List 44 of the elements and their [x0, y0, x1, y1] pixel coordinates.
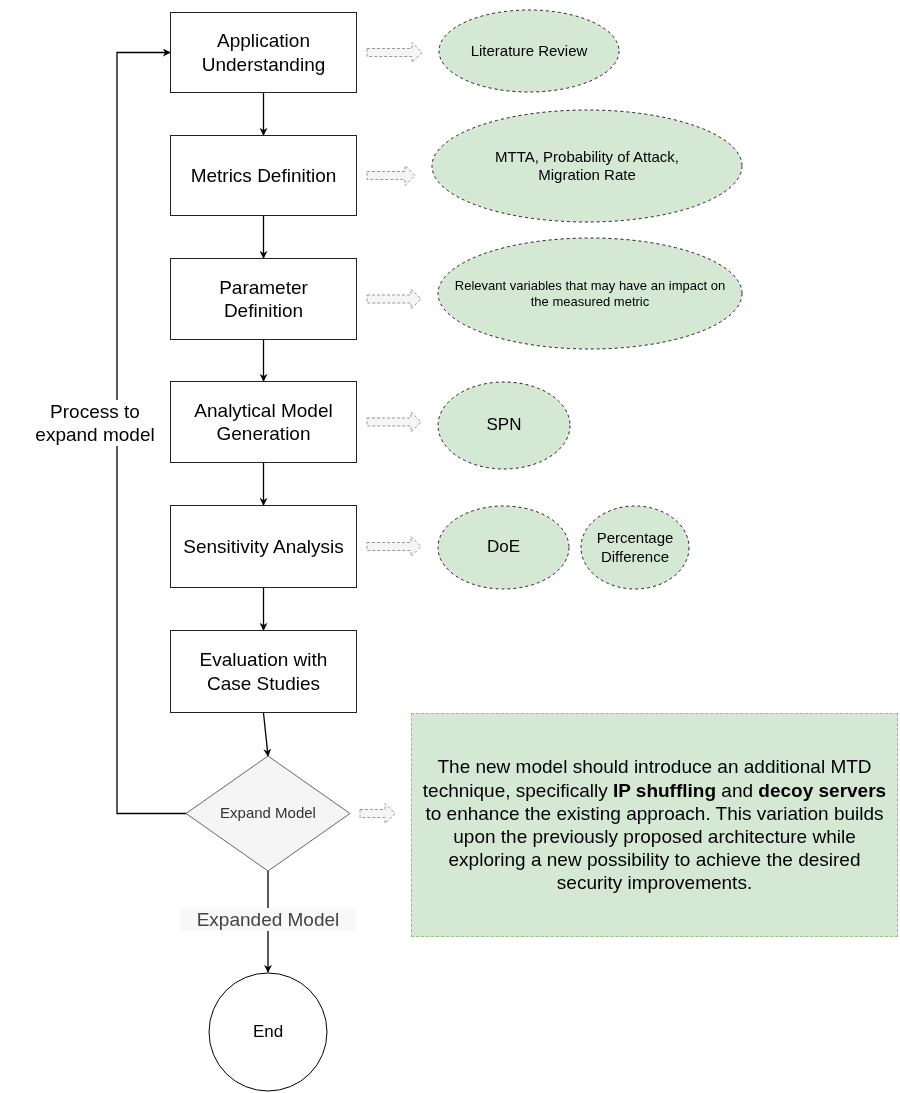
node-text: DoE: [486, 537, 521, 558]
node-text: Literature Review: [470, 41, 588, 61]
dashed-ellipse: [580, 505, 690, 590]
node-text: Sensitivity Analysis: [183, 534, 344, 559]
node-text: Evaluation with Case Studies: [198, 648, 329, 695]
arrow: [259, 587, 268, 631]
dashed-ellipse: [438, 9, 620, 93]
process-box: [170, 135, 357, 216]
dashed-ellipse: [437, 381, 571, 470]
node-text: End: [252, 1021, 284, 1043]
node-text: The new model should introduce an additional MTD technique, specifically IP shuffling and decoy servers to enhance the existing approach. This variation builds upon the previously proposed architecture while exploring a new possibility to achieve the desired security improvements.: [421, 755, 888, 895]
arrow: [116, 48, 187, 815]
hollow-arrow: [366, 165, 416, 186]
process-box: [170, 630, 357, 713]
arrow: [262, 712, 272, 757]
arrow: [259, 92, 268, 136]
arrow: [259, 339, 268, 382]
process-box: [170, 381, 357, 463]
node-text: MTTA, Probability of Attack, Migration Rate: [494, 147, 680, 185]
end-circle: [208, 972, 328, 1092]
node-text: Expand Model: [220, 804, 316, 823]
process-box: [170, 12, 357, 93]
decision-diamond: [186, 756, 350, 871]
node-text: Analytical Model Generation: [193, 398, 334, 446]
node-text: Application Understanding: [200, 29, 327, 76]
node-text: Metrics Definition: [190, 163, 337, 188]
hollow-arrow: [366, 411, 422, 433]
hollow-arrow: [366, 288, 422, 310]
process-box: [170, 258, 357, 340]
node-text: Parameter Definition: [218, 275, 309, 323]
node-text: SPN: [486, 415, 522, 436]
arrow: [259, 462, 268, 506]
hollow-arrow: [366, 42, 423, 63]
dashed-ellipse: [437, 237, 743, 350]
dashed-ellipse: [437, 505, 570, 590]
dashed-ellipse: [431, 109, 743, 223]
node-text: Relevant variables that may have an impact on the measured metric: [453, 277, 727, 310]
note-box: [411, 713, 898, 937]
node-text: Percentage Difference: [595, 529, 675, 566]
hollow-arrow: [359, 803, 396, 824]
process-box: [170, 505, 357, 588]
arrow: [259, 215, 268, 259]
hollow-arrow: [366, 536, 422, 557]
edge-label: Expanded Model: [180, 908, 356, 931]
